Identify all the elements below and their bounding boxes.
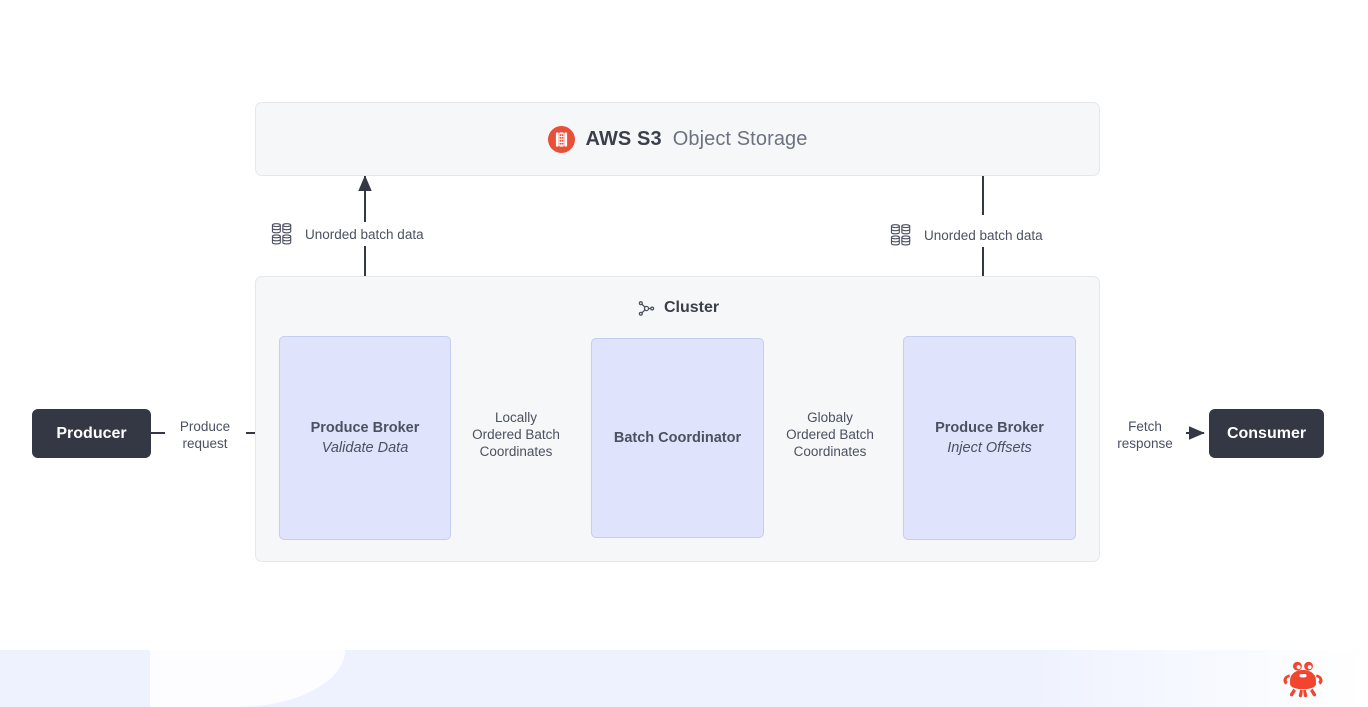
aws-s3-object-storage-container: AWS S3 Object Storage (255, 102, 1100, 176)
node-subtitle: Validate Data (321, 440, 409, 456)
endpoint-label: Consumer (1226, 424, 1307, 442)
cluster-title-label: Cluster (663, 299, 720, 316)
batch-data-label-download: Unorded batch data (890, 223, 1043, 248)
aws-s3-icon (547, 125, 575, 153)
database-grid-icon (271, 223, 292, 245)
aws-s3-brand-label: AWS S3 (585, 127, 662, 150)
node-title: Produce Broker (310, 420, 420, 436)
node-title: Produce Broker (935, 420, 1044, 436)
edge-label-locally-ordered-batch-coordinates: Locally Ordered Batch Coordinates (472, 410, 560, 459)
node-produce-broker-inject[interactable]: Produce Broker Inject Offsets (903, 336, 1076, 540)
cluster-title: Cluster (256, 299, 1101, 317)
edge-label-fetch-response: Fetch response (1117, 419, 1173, 451)
node-produce-broker-validate[interactable]: Produce Broker Validate Data (279, 336, 451, 540)
endpoint-label: Producer (56, 424, 127, 442)
batch-data-label-upload: Unorded batch data (271, 222, 424, 247)
batch-data-label-text: Unorded batch data (924, 228, 1043, 243)
node-title: Batch Coordinator (613, 430, 742, 446)
aws-s3-descriptor-label: Object Storage (672, 127, 808, 150)
edge-label-produce-request: Produce request (179, 419, 231, 451)
database-grid-icon (890, 224, 911, 246)
node-batch-coordinator[interactable]: Batch Coordinator (591, 338, 764, 538)
crab-logo (1283, 661, 1323, 698)
endpoint-producer[interactable]: Producer (32, 409, 151, 458)
batch-data-label-text: Unorded batch data (305, 227, 424, 242)
edge-label-globaly-ordered-batch-coordinates: Globaly Ordered Batch Coordinates (786, 410, 874, 459)
node-subtitle: Inject Offsets (947, 440, 1032, 456)
endpoint-consumer[interactable]: Consumer (1209, 409, 1324, 458)
cluster-nodes-icon (638, 300, 655, 316)
aws-s3-title: AWS S3 Object Storage (547, 125, 808, 153)
